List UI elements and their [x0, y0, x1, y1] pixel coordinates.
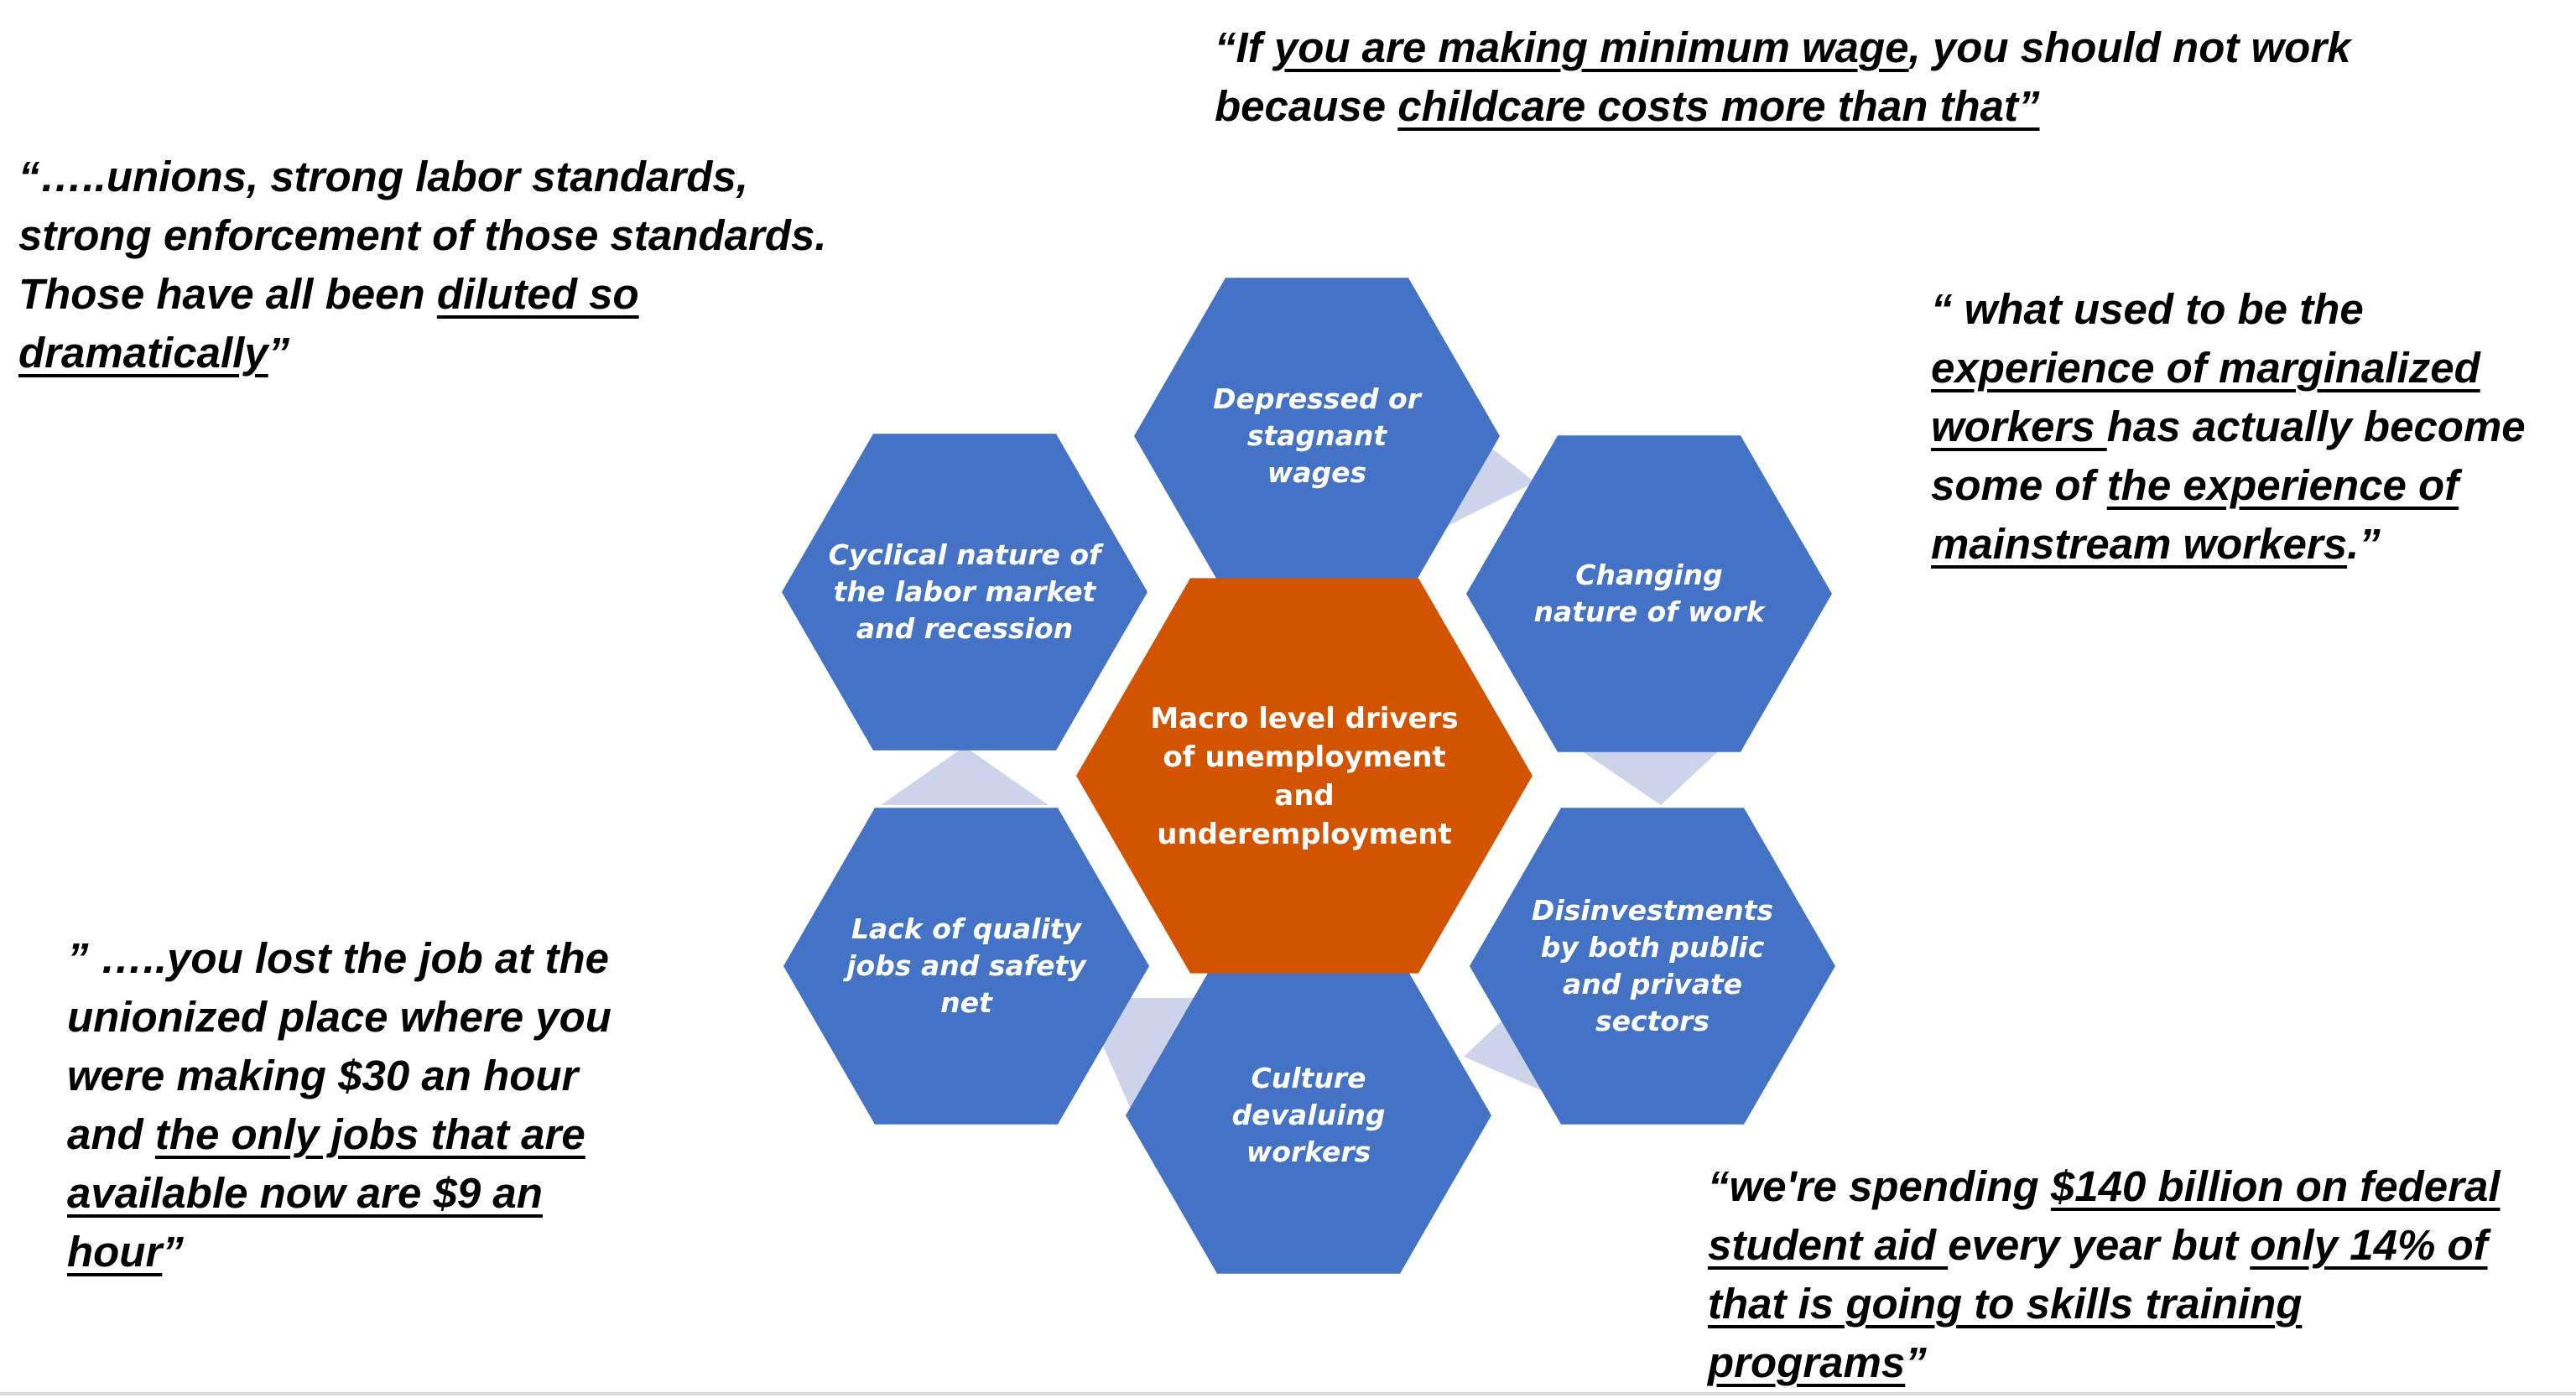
- hexagon-shape: [1466, 435, 1832, 752]
- quote-underlined-text: student aid: [1708, 1221, 1949, 1269]
- hexagon-wages: Depressed or stagnant wages: [1134, 278, 1500, 595]
- hexagon-label-line: wages: [1267, 456, 1366, 489]
- hexagon-label-line: devaluing: [1231, 1099, 1385, 1131]
- quote-text: Those have all been: [18, 270, 437, 318]
- quote-top-left: “…..unions, strong labor standards, stron…: [18, 148, 826, 382]
- quote-text: ” …..you lost the job at the: [67, 934, 610, 982]
- center-hexagon-shape: [1076, 578, 1533, 974]
- hexagon-label-line: nature of work: [1533, 595, 1766, 628]
- hexagon-shape: [1126, 957, 1491, 1274]
- center-hexagon: Macro level drivers of unemployment and und…: [1076, 578, 1533, 974]
- hexagon-label-line: workers: [1246, 1136, 1371, 1168]
- center-label-line: Macro level drivers: [1150, 702, 1458, 735]
- quote-text: because: [1215, 82, 1398, 130]
- hexagon-label-line: Cyclical nature of: [829, 538, 1104, 571]
- hexagon-quality-jobs: Lack of quality jobs and safety net: [783, 808, 1149, 1125]
- quote-text: “ what used to be the: [1931, 285, 2364, 333]
- center-label-line: underemployment: [1157, 818, 1452, 851]
- hexagon-label-line: Depressed or: [1213, 382, 1422, 415]
- hexagon-label-line: Lack of quality: [851, 912, 1083, 945]
- hexagon-label-line: Culture: [1252, 1062, 1366, 1094]
- hexagon-label-line: the labor market: [834, 575, 1097, 608]
- hexagon-label-line: and recession: [856, 612, 1073, 645]
- quote-text: and: [67, 1110, 155, 1158]
- quote-underlined-text: that is going to skills training: [1708, 1280, 2303, 1328]
- quote-text: strong enforcement of those standards.: [18, 211, 827, 259]
- quote-underlined-text: $140 billion on federal: [2050, 1162, 2501, 1210]
- quote-underlined-text: childcare costs more than that”: [1397, 82, 2040, 130]
- quote-underlined-text: hour: [67, 1228, 163, 1276]
- center-label-line: of unemployment: [1163, 741, 1445, 774]
- hexagon-label-line: Disinvestments: [1532, 894, 1773, 927]
- quote-text: “…..unions, strong labor standards,: [18, 153, 748, 200]
- quote-right: “ what used to be the experience of margi…: [1931, 280, 2526, 574]
- hexagon-shape: [1134, 278, 1500, 595]
- quote-underlined-text: programs: [1708, 1338, 1906, 1386]
- hexagon-label-line: Changing: [1575, 559, 1723, 591]
- hexagon-shape: [783, 808, 1149, 1125]
- quote-top: “If you are making minimum wage, you sho…: [1215, 18, 2351, 136]
- quote-underlined-text: diluted so: [436, 270, 639, 318]
- hexagon-label-line: net: [940, 986, 993, 1019]
- quote-text: has actually become: [2106, 403, 2526, 450]
- quote-underlined-text: available now are $9 an: [67, 1169, 543, 1217]
- quote-text: , you should not work: [1908, 23, 2351, 71]
- quote-underlined-text: dramatically: [18, 329, 268, 377]
- hexagon-shape: [782, 434, 1147, 751]
- quote-underlined-text: workers: [1931, 403, 2107, 450]
- connector-triangle: [1569, 742, 1728, 805]
- quote-text: ”: [162, 1228, 184, 1276]
- quote-underlined-text: the only jobs that are: [154, 1110, 585, 1158]
- hexagon-culture: Culture devaluing workers: [1126, 957, 1491, 1274]
- quote-text: unionized place where you: [67, 993, 611, 1041]
- hexagon-label-line: stagnant: [1247, 419, 1388, 452]
- quote-underlined-text: experience of marginalized: [1931, 344, 2480, 392]
- quote-bottom-right: “we're spending $140 billion on federal s…: [1708, 1157, 2501, 1392]
- bottom-divider: [0, 1392, 2576, 1395]
- hexagon-label-line: jobs and safety: [842, 949, 1087, 982]
- hexagon-changing-work: Changing nature of work: [1466, 435, 1832, 752]
- center-label-line: and: [1274, 779, 1335, 813]
- hexagon-cyclical: Cyclical nature of the labor market and re…: [782, 434, 1147, 751]
- quote-bottom-left: ” …..you lost the job at the unionized pl…: [67, 929, 611, 1281]
- hexagon-label-line: and private: [1563, 968, 1742, 1000]
- quote-underlined-text: you are making minimum wage: [1273, 23, 1909, 71]
- connector-triangle: [881, 746, 1049, 805]
- hexagon-shape: [1470, 808, 1835, 1125]
- hexagon-label-line: by both public: [1541, 931, 1765, 964]
- quote-text: were making $30 an hour: [67, 1052, 579, 1099]
- quote-text: “If: [1215, 23, 1274, 71]
- hexagon-disinvestments: Disinvestments by both public and private s…: [1470, 808, 1835, 1125]
- hexagon-label-line: sectors: [1595, 1005, 1710, 1037]
- quote-text: ”: [268, 329, 290, 377]
- quote-text: “we're spending: [1708, 1162, 2051, 1210]
- quote-text: every year but: [1948, 1221, 2251, 1269]
- quote-underlined-text: the experience of: [2106, 461, 2459, 509]
- quote-text: ”: [1905, 1338, 1927, 1386]
- quote-text: some of: [1931, 461, 2107, 509]
- quote-underlined-text: only 14% of: [2250, 1221, 2488, 1269]
- quote-text: .”: [2347, 520, 2381, 568]
- quote-underlined-text: mainstream workers: [1931, 520, 2348, 568]
